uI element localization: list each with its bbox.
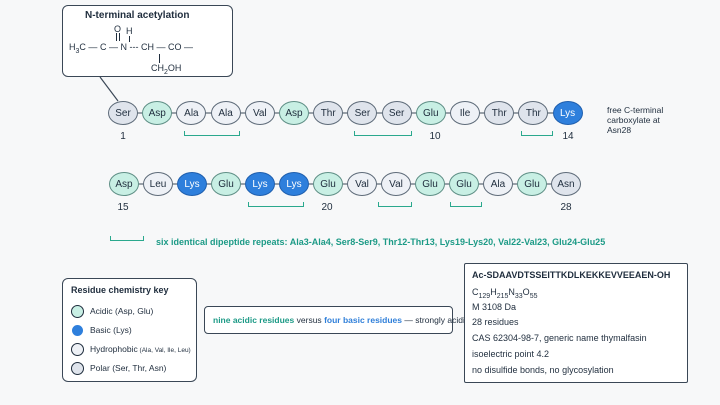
legend-swatch-polar: [71, 362, 84, 375]
residue-thr-r1-13: Thr: [518, 101, 549, 125]
bond-4: —: [156, 42, 166, 52]
legend-swatch-hydrophobic: [71, 343, 84, 356]
residue-asp-r2-1: Asp: [109, 172, 139, 196]
molecular-mass: M 3108 Da: [472, 302, 517, 312]
residue-asn-r2-14: Asn: [551, 172, 581, 196]
side-chain-formula: CH2OH: [151, 63, 182, 76]
residue-ser-r1-1: Ser: [108, 101, 138, 125]
modifications: no disulfide bonds, no glycosylation: [472, 365, 614, 375]
bond-3: ---: [129, 42, 139, 52]
acetyl-backbone-formula: H3C — C — N --- CH — CO —: [69, 42, 193, 55]
repeat-bracket-ala3-ala4: [184, 131, 240, 136]
carboxyl: CO: [168, 42, 182, 52]
isoelectric-point: isoelectric point 4.2: [472, 349, 550, 359]
residue-glu-r2-13: Glu: [517, 172, 547, 196]
residue-glu-r2-10: Glu: [415, 172, 445, 196]
peptide-sequence: Ac-SDAAVDTSSEITTKDLKEKKEVVEEAEN-OH: [472, 270, 671, 280]
acetyl-callout-line: [99, 76, 119, 102]
residue-number-10: 10: [429, 131, 441, 142]
legend-label-hydrophobic: Hydrophobic (Ala, Val, Ile, Leu): [90, 344, 191, 354]
legend-title: Residue chemistry key: [71, 285, 169, 295]
residue-number-20: 20: [321, 202, 333, 213]
repeat-bracket-thr12-thr13: [521, 131, 553, 136]
repeat-bracket-val22-val23: [378, 202, 412, 207]
residue-count: 28 residues: [472, 317, 519, 327]
residue-lys-r2-3: Lys: [177, 172, 207, 196]
repeat-bracket-key: [110, 236, 144, 241]
carbonyl-double-bond: [116, 33, 120, 41]
bond-2: —: [108, 42, 118, 52]
methyl-h: H: [69, 42, 76, 52]
legend-label-polar: Polar (Ser, Thr, Asn): [90, 363, 167, 373]
methyl-c: C: [79, 42, 86, 52]
repeat-bracket-glu24-glu25: [450, 202, 482, 207]
peptide-info-box: Ac-SDAAVDTSSEITTKDLKEKKEVVEEAEN-OH C129H…: [464, 263, 688, 383]
legend-swatch-basic: [71, 324, 84, 337]
legend-label-basic: Basic (Lys): [90, 325, 132, 335]
legend-label-acidic: Acidic (Asp, Glu): [90, 306, 154, 316]
legend-box: Residue chemistry key Acidic (Asp, Glu) B…: [62, 278, 197, 382]
amide-hydrogen-bond: [129, 36, 130, 42]
acetylation-box: N-terminal acetylation O H H3C — C — N -…: [62, 5, 233, 77]
bond-5: —: [184, 42, 194, 52]
repeat-bracket-ser8-ser9: [354, 131, 412, 136]
residue-ala-r2-12: Ala: [483, 172, 513, 196]
residue-ser-r1-9: Ser: [381, 101, 412, 125]
residue-number-15: 15: [117, 202, 129, 213]
cas-number: CAS 62304-98-7, generic name thymalfasin: [472, 333, 647, 343]
amide-hydrogen: H: [126, 26, 133, 36]
residue-thr-r1-7: Thr: [313, 101, 344, 125]
residue-lys-r1-14: Lys: [552, 101, 583, 125]
charge-summary-text: nine acidic residues versus four basic r…: [213, 315, 469, 325]
residue-ala-r1-4: Ala: [210, 101, 241, 125]
alpha-carbon: CH: [141, 42, 154, 52]
residue-val-r2-9: Val: [381, 172, 411, 196]
basic-count: four basic residues: [324, 315, 403, 325]
charge-summary-box: nine acidic residues versus four basic r…: [204, 306, 469, 334]
residue-number-1: 1: [120, 131, 126, 142]
residue-lys-r2-6: Lys: [279, 172, 309, 196]
residue-leu-r2-2: Leu: [143, 172, 173, 196]
c-terminal-note: free C-terminal carboxylate at Asn28: [607, 105, 664, 135]
nitrogen: N: [120, 42, 127, 52]
versus-word: versus: [296, 315, 322, 325]
charge-conclusion: — strongly acidic: [404, 315, 470, 325]
acetylation-title: N-terminal acetylation: [85, 10, 190, 21]
residue-ile-r1-11: Ile: [450, 101, 480, 125]
residue-lys-r2-5: Lys: [245, 172, 275, 196]
carbonyl-carbon: C: [99, 42, 107, 52]
residue-glu-r2-11: Glu: [449, 172, 479, 196]
residue-ala-r1-3: Ala: [176, 101, 207, 125]
molecular-formula: C129H215N33O55: [472, 287, 538, 300]
residue-number-14: 14: [562, 131, 574, 142]
residue-val-r2-8: Val: [347, 172, 377, 196]
residue-glu-r2-4: Glu: [211, 172, 241, 196]
bond-1: —: [88, 42, 98, 52]
legend-swatch-acidic: [71, 305, 84, 318]
methyl-sub: 3: [75, 47, 80, 55]
repeats-caption: six identical dipeptide repeats: Ala3-Al…: [156, 237, 606, 247]
residue-asp-r1-2: Asp: [142, 101, 173, 125]
residue-glu-r1-10: Glu: [415, 101, 446, 125]
residue-asp-r1-6: Asp: [279, 101, 309, 125]
side-chain-bond: [159, 54, 160, 63]
acidic-count: nine acidic residues: [213, 315, 295, 325]
residue-val-r1-5: Val: [244, 101, 275, 125]
carbonyl-oxygen: O: [114, 24, 122, 34]
residue-ser-r1-8: Ser: [347, 101, 378, 125]
repeat-bracket-lys19-lys20: [248, 202, 304, 207]
residue-glu-r2-7: Glu: [313, 172, 343, 196]
residue-number-28: 28: [560, 202, 572, 213]
residue-thr-r1-12: Thr: [484, 101, 515, 125]
